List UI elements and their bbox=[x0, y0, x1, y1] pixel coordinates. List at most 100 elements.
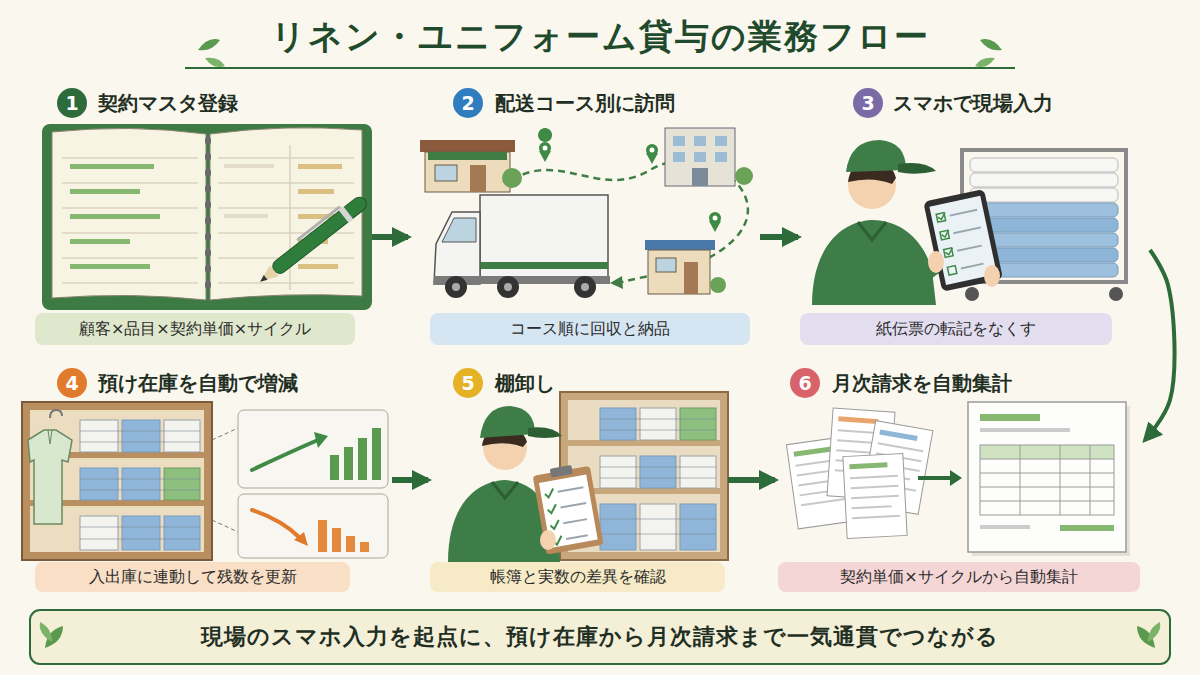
binder-illustration bbox=[298, 207, 339, 239]
step-number-text: 6 bbox=[798, 368, 811, 398]
billing-illustration bbox=[1060, 525, 1114, 531]
billing-illustration bbox=[794, 446, 834, 457]
worker-with-tablet-illustration bbox=[928, 251, 944, 273]
process-step: スマホで現場入力3紙伝票の転記をなくす bbox=[798, 85, 1150, 350]
pill-text: 帳簿と実数の差異を確認 bbox=[490, 567, 666, 587]
delivery-route-illustration bbox=[650, 148, 655, 153]
worker-with-tablet-illustration bbox=[923, 189, 1003, 292]
worker-with-tablet-illustration bbox=[812, 220, 936, 305]
delivery-route-illustration bbox=[684, 262, 698, 294]
stock-shelf-illustration bbox=[360, 542, 369, 552]
stocktaking-illustration bbox=[448, 392, 728, 562]
step-number: 1 bbox=[57, 88, 87, 118]
process-step: 配送コース別に訪問2コース順に回収と納品 bbox=[408, 85, 760, 350]
worker-with-tablet-illustration bbox=[923, 189, 1003, 292]
worker-with-tablet-illustration bbox=[984, 265, 1000, 287]
billing-illustration bbox=[918, 476, 950, 480]
delivery-route-illustration bbox=[504, 283, 512, 291]
step-number: 3 bbox=[853, 88, 883, 118]
stocktaking-illustration bbox=[680, 504, 716, 550]
billing-illustration bbox=[980, 445, 1114, 459]
billing-illustration bbox=[980, 414, 1040, 421]
binder-illustration bbox=[256, 265, 279, 287]
stocktaking-illustration bbox=[600, 408, 636, 440]
worker-with-tablet-illustration bbox=[1124, 148, 1128, 284]
caption-pill: 帳簿と実数の差異を確認 bbox=[430, 562, 725, 592]
caption-band bbox=[40, 622, 52, 642]
stocktaking-illustration bbox=[640, 456, 676, 488]
caption-pill: 顧客×品目×契約単価×サイクル bbox=[35, 313, 355, 345]
delivery-route-illustration bbox=[581, 283, 589, 291]
step-number-text: 3 bbox=[861, 88, 874, 118]
stock-shelf-illustration bbox=[28, 430, 72, 524]
stocktaking-illustration bbox=[568, 440, 720, 446]
worker-with-tablet-illustration bbox=[960, 148, 1128, 152]
stocktaking-illustration bbox=[532, 462, 604, 555]
stocktaking-illustration bbox=[600, 504, 636, 550]
stock-shelf-illustration bbox=[22, 402, 212, 560]
binder-illustration bbox=[70, 189, 140, 194]
delivery-route-illustration bbox=[665, 128, 735, 186]
binder-illustration bbox=[42, 124, 372, 310]
step-number: 6 bbox=[790, 368, 820, 398]
process-step: 契約マスタ登録 1 顧客×品目×契約単価×サイクル bbox=[30, 85, 372, 350]
billing-illustration bbox=[849, 462, 887, 469]
title-decoration bbox=[975, 58, 995, 67]
step-number: 5 bbox=[453, 368, 483, 398]
delivery-route-illustration bbox=[610, 276, 623, 289]
delivery-route-illustration bbox=[646, 153, 658, 164]
delivery-route-illustration bbox=[470, 165, 486, 192]
caption-pill: 紙伝票の転記をなくす bbox=[800, 313, 1112, 345]
binder-illustration bbox=[298, 189, 334, 194]
stock-shelf-illustration bbox=[48, 430, 52, 444]
delivery-route-illustration bbox=[645, 240, 715, 250]
stock-shelf-illustration bbox=[164, 516, 200, 550]
worker-with-tablet-illustration bbox=[965, 287, 979, 301]
stocktaking-illustration bbox=[528, 427, 562, 438]
stock-shelf-illustration bbox=[252, 510, 300, 538]
title-decoration bbox=[198, 39, 220, 50]
stock-shelf-illustration bbox=[238, 410, 388, 488]
delivery-route-illustration bbox=[442, 218, 476, 242]
worker-with-tablet-illustration bbox=[970, 188, 1118, 202]
flow-arrow bbox=[760, 234, 798, 240]
worker-with-tablet-illustration bbox=[846, 140, 906, 172]
stock-shelf-illustration bbox=[164, 420, 200, 452]
delivery-route-illustration bbox=[480, 262, 608, 269]
stock-shelf-illustration bbox=[22, 402, 388, 560]
binder-illustration bbox=[254, 192, 370, 288]
stock-shelf-illustration bbox=[238, 494, 388, 558]
step-number-text: 2 bbox=[461, 88, 474, 118]
stocktaking-illustration bbox=[680, 456, 716, 488]
binder-illustration bbox=[258, 275, 267, 284]
delivery-route-illustration bbox=[445, 276, 467, 298]
stock-shelf-illustration bbox=[80, 516, 118, 550]
caption-box: 現場のスマホ入力を起点に、預け在庫から月次請求まで一気通貫でつながる bbox=[30, 610, 1170, 664]
stock-shelf-illustration bbox=[330, 455, 339, 480]
stocktaking-illustration bbox=[492, 482, 518, 498]
title-box: リネン・ユニフォーム貸与の業務フロー bbox=[0, 14, 1200, 58]
flow-arrow bbox=[728, 477, 775, 483]
step-heading: 契約マスタ登録 bbox=[98, 90, 238, 116]
binder-illustration bbox=[298, 264, 338, 269]
stocktaking-illustration bbox=[480, 406, 535, 438]
process-step: 棚卸し 5 帳簿と実数の差異を確認 bbox=[428, 365, 728, 597]
stock-shelf-illustration bbox=[212, 428, 238, 440]
billing-illustration bbox=[968, 402, 1126, 552]
step-heading: 棚卸し bbox=[495, 370, 555, 396]
stock-shelf-illustration bbox=[372, 428, 381, 480]
process-step: 月次請求を自動集計6契約単価×サイクルから自動集計 bbox=[775, 365, 1145, 597]
pill-text: 契約単価×サイクルから自動集計 bbox=[840, 567, 1077, 587]
title-decoration bbox=[185, 67, 1015, 69]
delivery-route-illustration bbox=[692, 168, 708, 186]
billing-illustration bbox=[879, 430, 917, 442]
binder-illustration bbox=[339, 207, 354, 223]
stock-shelf-illustration bbox=[344, 447, 353, 480]
delivery-route-illustration bbox=[420, 128, 753, 298]
binder-illustration bbox=[70, 264, 150, 269]
worker-with-tablet-illustration bbox=[812, 140, 1128, 305]
stock-shelf-illustration bbox=[212, 520, 238, 532]
binder-illustration bbox=[42, 124, 372, 310]
